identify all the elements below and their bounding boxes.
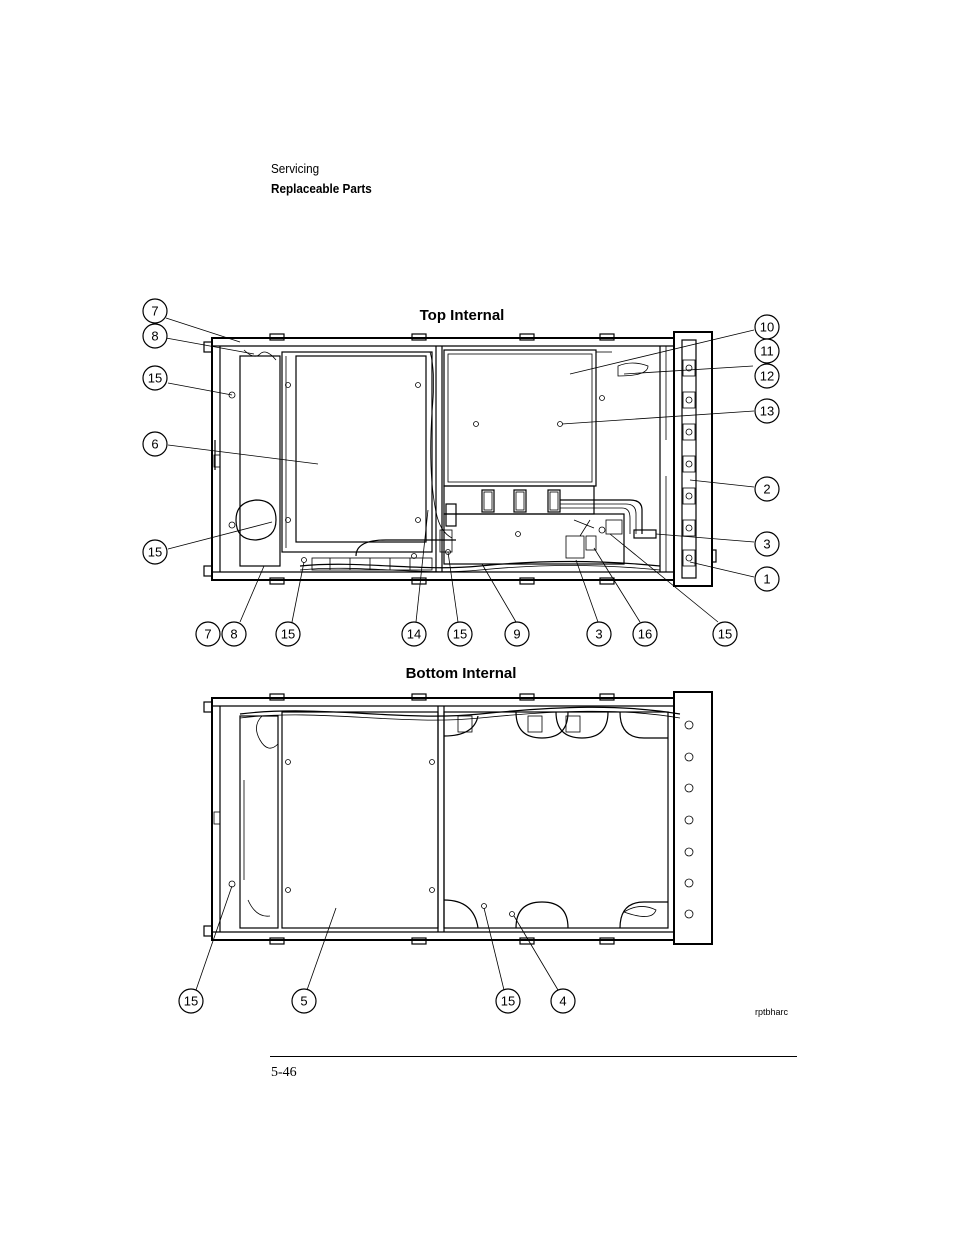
bottom-internal-drawing: Bottom Internal bbox=[203, 665, 713, 945]
svg-text:3: 3 bbox=[595, 627, 602, 642]
svg-text:5: 5 bbox=[300, 994, 307, 1009]
svg-text:3: 3 bbox=[763, 537, 770, 552]
callout-8-bottom: 8 bbox=[221, 621, 247, 647]
callout-4: 4 bbox=[550, 988, 576, 1014]
section-title: Servicing bbox=[271, 161, 320, 176]
callout-15-f: 15 bbox=[178, 988, 204, 1014]
callout-15-c: 15 bbox=[275, 621, 301, 647]
svg-text:2: 2 bbox=[763, 482, 770, 497]
svg-text:12: 12 bbox=[760, 369, 774, 384]
callout-8-top-left: 8 bbox=[142, 323, 168, 349]
callout-15-d: 15 bbox=[447, 621, 473, 647]
svg-text:8: 8 bbox=[230, 627, 237, 642]
top-internal-title: Top Internal bbox=[420, 307, 505, 324]
callout-14: 14 bbox=[401, 621, 427, 647]
svg-text:15: 15 bbox=[281, 627, 295, 642]
svg-text:7: 7 bbox=[204, 627, 211, 642]
callout-15-g: 15 bbox=[495, 988, 521, 1014]
callout-7-bottom: 7 bbox=[195, 621, 221, 647]
svg-text:15: 15 bbox=[148, 371, 162, 386]
top-leader-lines bbox=[165, 317, 755, 623]
callout-15-e: 15 bbox=[712, 621, 738, 647]
svg-text:9: 9 bbox=[513, 627, 520, 642]
svg-text:7: 7 bbox=[151, 304, 158, 319]
bottom-internal-title: Bottom Internal bbox=[406, 665, 517, 682]
callout-3-bottom: 3 bbox=[586, 621, 612, 647]
svg-text:6: 6 bbox=[151, 437, 158, 452]
svg-text:15: 15 bbox=[501, 994, 515, 1009]
callout-15-a: 15 bbox=[142, 365, 168, 391]
callout-6: 6 bbox=[142, 431, 168, 457]
page-number: 5-46 bbox=[271, 1065, 297, 1080]
subsection-title: Replaceable Parts bbox=[271, 181, 372, 196]
top-callouts: 7 8 15 6 15 10 11 12 13 2 3 1 7 8 15 14 … bbox=[142, 298, 780, 647]
svg-text:10: 10 bbox=[760, 320, 774, 335]
svg-text:16: 16 bbox=[638, 627, 652, 642]
callout-9: 9 bbox=[504, 621, 530, 647]
callout-3-right: 3 bbox=[754, 531, 780, 557]
callout-5: 5 bbox=[291, 988, 317, 1014]
callout-10: 10 bbox=[754, 314, 780, 340]
svg-text:15: 15 bbox=[184, 994, 198, 1009]
bottom-leader-lines bbox=[195, 885, 559, 991]
callout-7-top-left: 7 bbox=[142, 298, 168, 324]
svg-text:1: 1 bbox=[763, 572, 770, 587]
svg-text:11: 11 bbox=[760, 344, 774, 359]
svg-text:8: 8 bbox=[151, 329, 158, 344]
callout-16: 16 bbox=[632, 621, 658, 647]
callout-15-b: 15 bbox=[142, 539, 168, 565]
svg-text:13: 13 bbox=[760, 404, 774, 419]
callout-13: 13 bbox=[754, 398, 780, 424]
svg-text:4: 4 bbox=[559, 994, 566, 1009]
callout-12: 12 bbox=[754, 363, 780, 389]
svg-text:14: 14 bbox=[407, 627, 421, 642]
svg-text:15: 15 bbox=[718, 627, 732, 642]
callout-2: 2 bbox=[754, 476, 780, 502]
callout-11: 11 bbox=[754, 338, 780, 364]
callout-1: 1 bbox=[754, 566, 780, 592]
figure-code: rptbharc bbox=[755, 1007, 789, 1017]
svg-text:15: 15 bbox=[453, 627, 467, 642]
footer-rule bbox=[270, 1056, 797, 1057]
bottom-callouts: 15 5 15 4 bbox=[178, 988, 576, 1014]
svg-text:15: 15 bbox=[148, 545, 162, 560]
top-internal-drawing: Top Internal bbox=[203, 307, 717, 587]
